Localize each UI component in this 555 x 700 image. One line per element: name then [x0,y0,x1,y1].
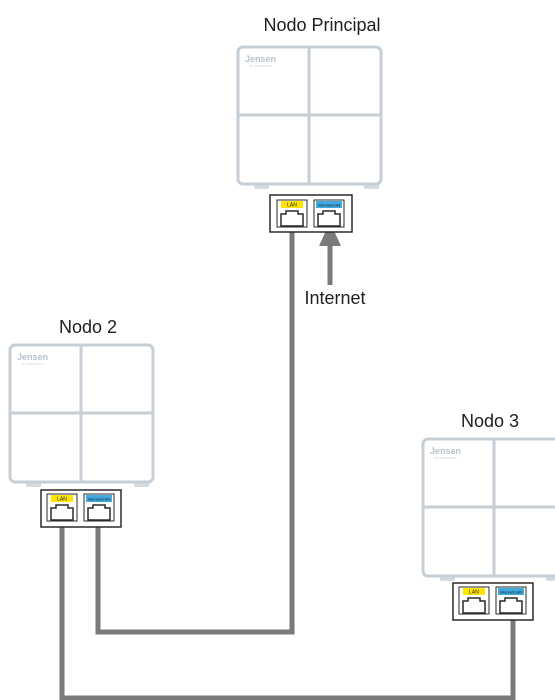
node-main-brand-sub: BY SCANDINAVIA [250,64,272,68]
node-2-brand-sub: BY SCANDINAVIA [22,362,44,366]
node-2-wan-tag: Internet/LAN [88,497,111,502]
cables [59,220,516,700]
node-3-brand: Jensen [430,446,461,456]
node-2-label: Nodo 2 [59,317,117,337]
node-main-device: Jensen BY SCANDINAVIA [236,45,383,189]
node-2-wan-port [87,504,111,521]
node-3-lan-port [462,597,486,614]
node-3-brand-sub: BY SCANDINAVIA [435,456,457,460]
cable-main-to-node2 [95,220,295,635]
node-main-wan-port [317,210,341,227]
node-main-lan-port [280,210,304,227]
node-3: Nodo 3 Jensen BY SCANDINAVIA LAN Interne… [421,411,555,621]
cable-node2-to-node3 [59,514,516,700]
node-2-brand: Jensen [17,352,48,362]
node-3-lan-tag: LAN [469,590,479,596]
node-3-port-panel: LAN Internet/LAN [452,582,534,621]
node-main-wan-tag: Internet/LAN [318,203,341,208]
node-main-label: Nodo Principal [263,15,380,35]
internet-label: Internet [304,288,365,308]
node-main-brand: Jensen [245,54,276,64]
node-3-wan-port [499,597,523,614]
node-3-device: Jensen BY SCANDINAVIA [421,437,555,581]
node-2-port-panel: LAN Internet/LAN [40,489,122,528]
node-3-wan-tag: Internet/LAN [500,590,523,595]
node-3-label: Nodo 3 [461,411,519,431]
node-main-lan-tag: LAN [287,203,297,209]
node-2: Nodo 2 Jensen BY SCANDINAVIA LAN Interne… [8,317,155,528]
node-2-lan-port [50,504,74,521]
node-main-port-panel: LAN Internet/LAN [269,194,353,233]
internet-arrow [319,222,341,285]
node-2-device: Jensen BY SCANDINAVIA [8,343,155,487]
node-2-lan-tag: LAN [57,497,67,503]
node-main: Nodo Principal Jensen BY SCANDINAVIA LAN… [236,15,383,233]
